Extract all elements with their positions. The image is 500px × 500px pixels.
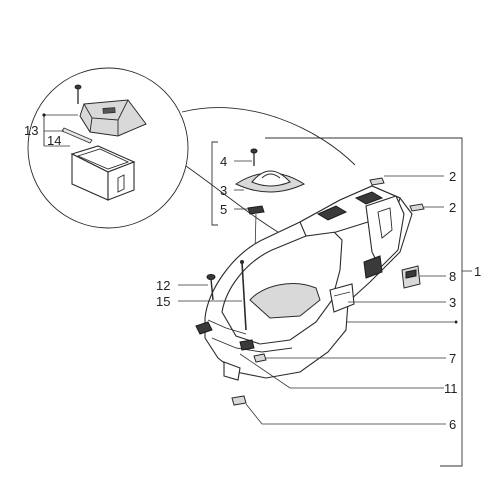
helmet-compartment-body — [195, 185, 413, 381]
callout-2-lower: 2 — [449, 200, 456, 215]
callout-8: 8 — [449, 269, 456, 284]
callout-12: 12 — [156, 278, 170, 293]
callout-4: 4 — [220, 154, 227, 169]
inset-circle — [27, 67, 189, 229]
callout-7: 7 — [449, 351, 456, 366]
clip-6-part — [231, 395, 247, 406]
clip-2b-part — [409, 203, 425, 212]
callout-15: 15 — [156, 294, 170, 309]
callout-13: 13 — [24, 123, 38, 138]
clip-7-part — [253, 353, 267, 363]
inset-connector-upper — [181, 107, 356, 166]
screw-12-part — [206, 274, 216, 301]
callout-labels: 1 2 2 3 3 4 5 6 7 8 11 12 13 14 15 — [24, 123, 481, 432]
gasket-strip-part — [61, 127, 93, 144]
clip-5-part — [247, 205, 265, 215]
callout-14: 14 — [47, 133, 61, 148]
clip-2a-part — [369, 177, 385, 186]
screw-4-part — [250, 148, 258, 166]
callout-3-upper: 3 — [220, 183, 227, 198]
dome-cap-part — [234, 170, 306, 193]
callout-3-lower: 3 — [449, 295, 456, 310]
callout-1: 1 — [474, 264, 481, 279]
lid-screw-part — [74, 84, 82, 104]
callout-11: 11 — [444, 381, 458, 396]
callout-2-upper: 2 — [449, 169, 456, 184]
switch-8-part — [401, 265, 421, 289]
upper-small-parts — [211, 141, 306, 291]
lid-cover-part — [79, 99, 147, 137]
callout-5: 5 — [220, 202, 227, 217]
leader-lines — [178, 137, 472, 467]
small-box-part — [70, 145, 136, 201]
inset-connector-lower — [185, 165, 279, 233]
callout-6: 6 — [449, 417, 456, 432]
callout-bracket-13-14 — [42, 113, 78, 147]
detail-inset — [27, 67, 356, 233]
